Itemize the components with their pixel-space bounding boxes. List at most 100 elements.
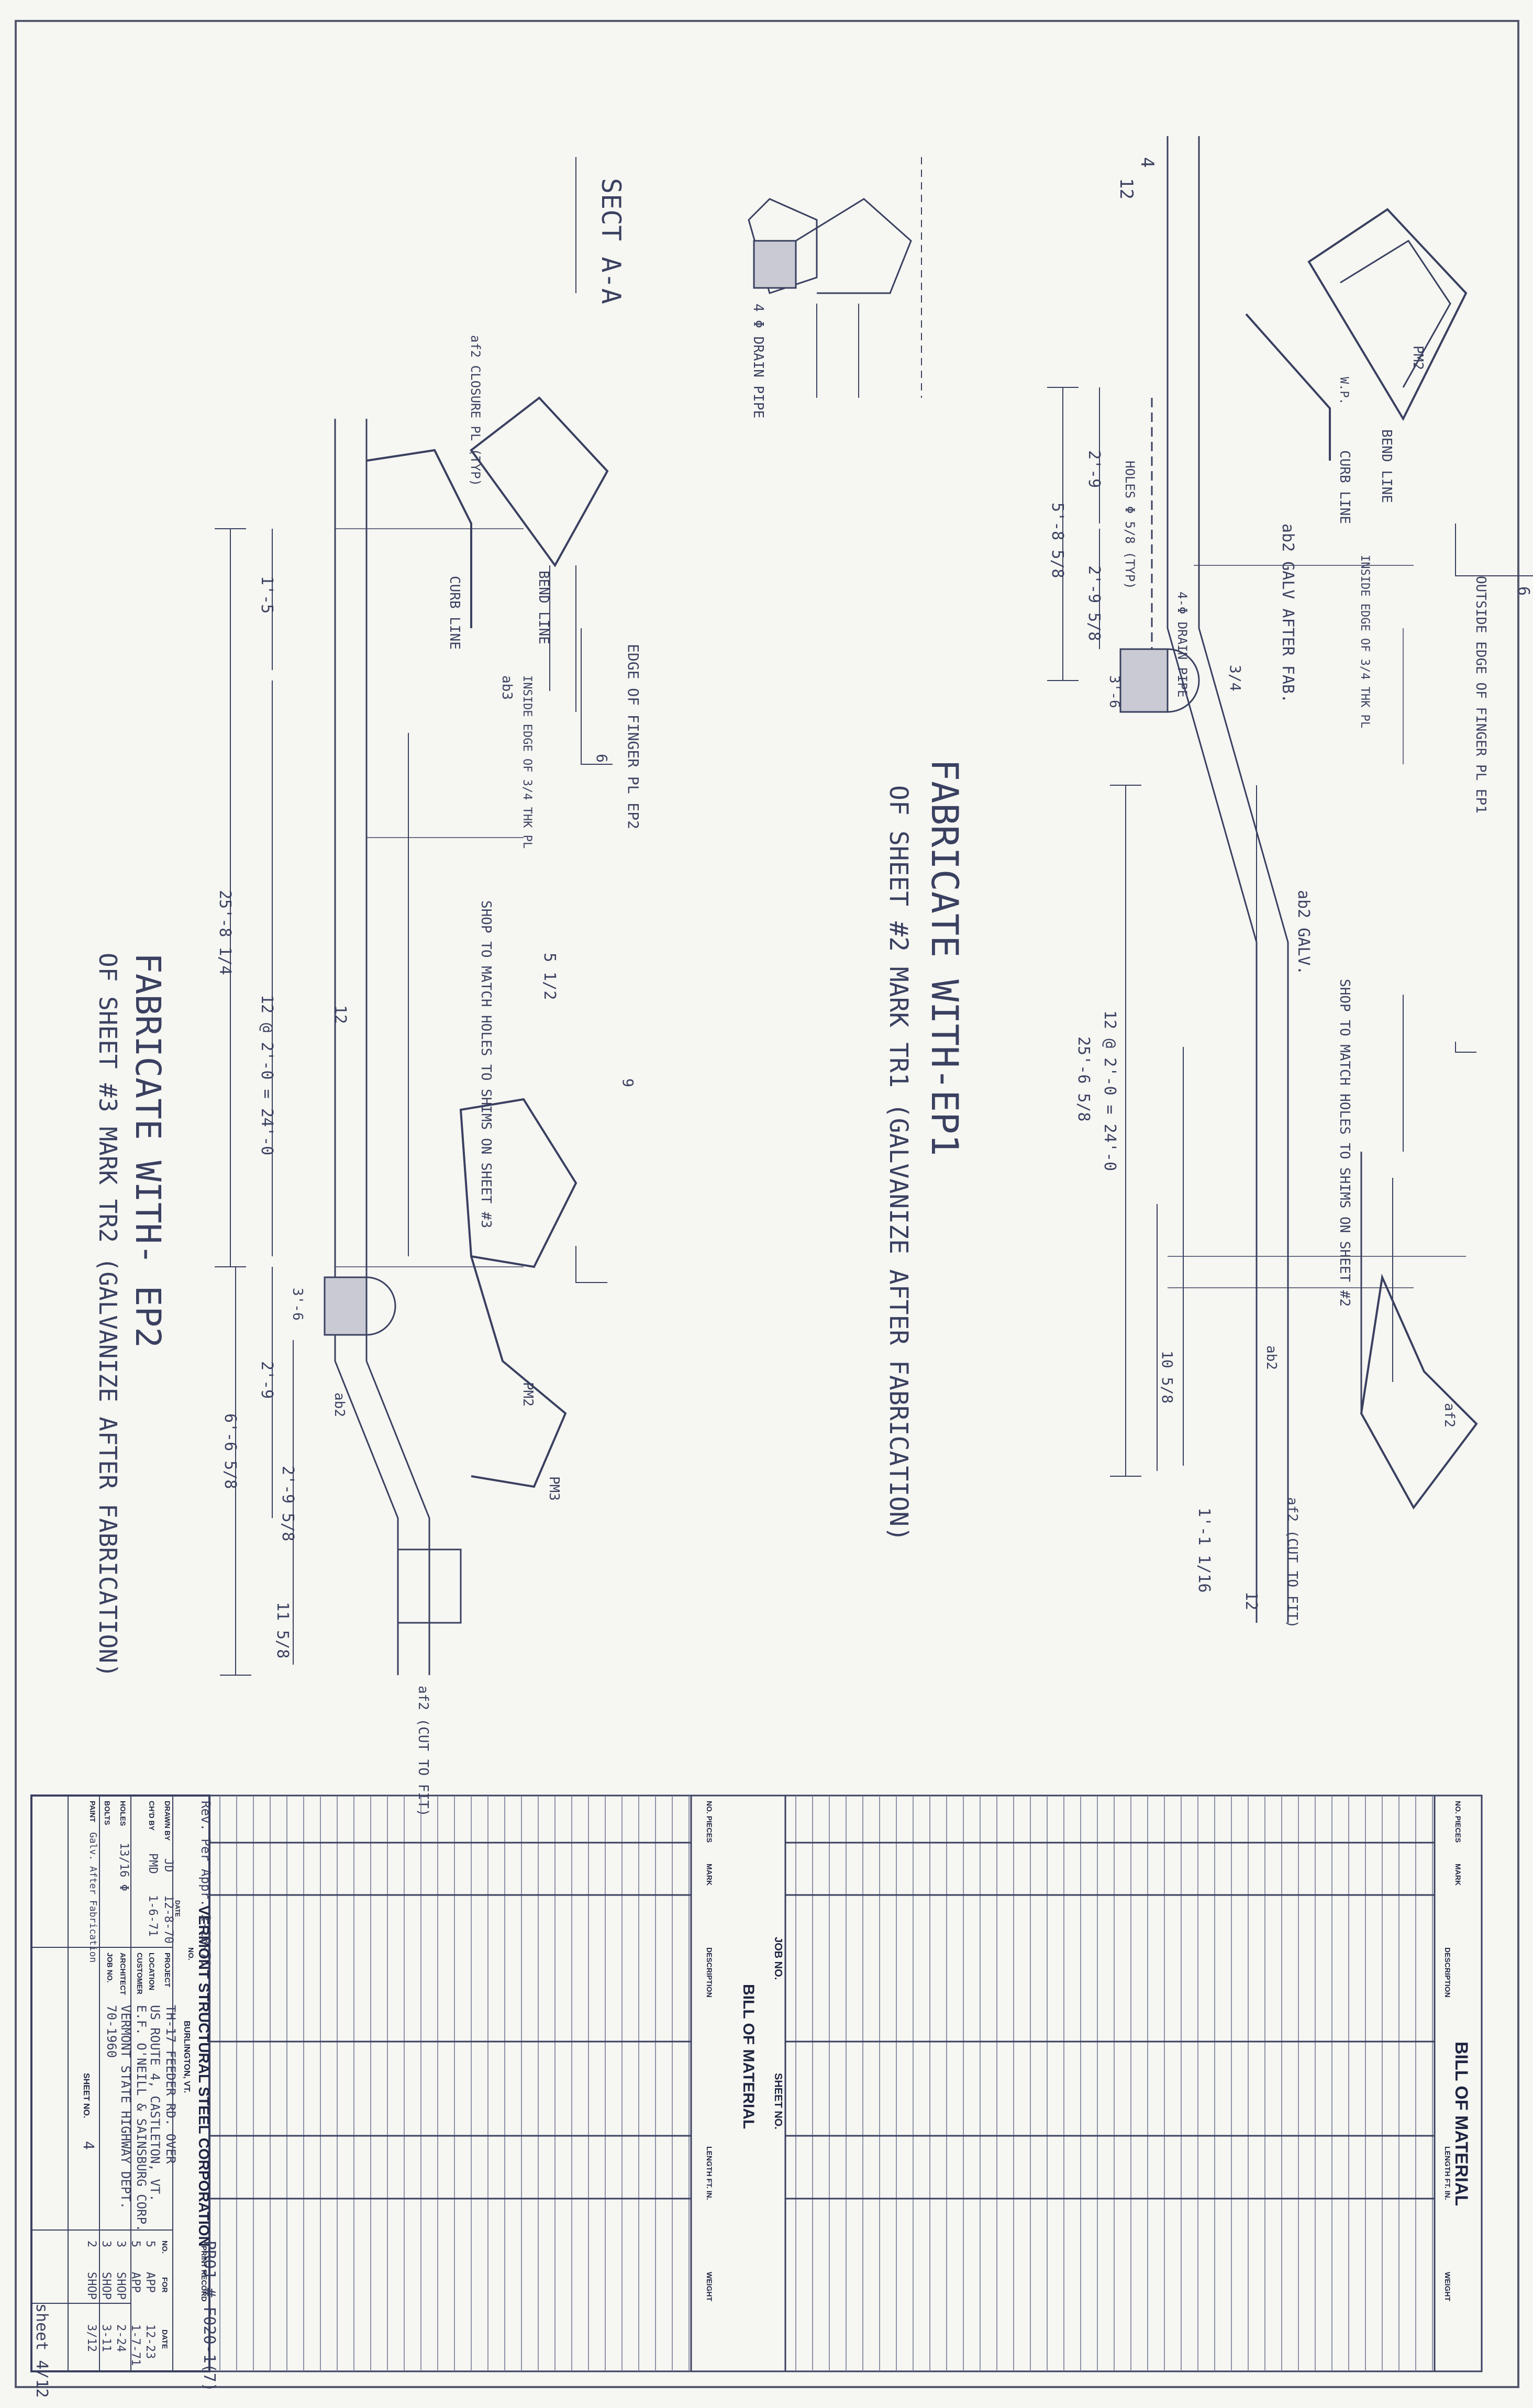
bom-right-title: BILL OF MATERIAL (1451, 2042, 1471, 2206)
bom-left-title: BILL OF MATERIAL (740, 1984, 757, 2129)
upper-label-shop-match: SHOP TO MATCH HOLES TO SHIMS ON SHEET #2 (1337, 979, 1352, 1307)
customer-label: CUSTOMER (136, 1953, 144, 1994)
job-no-label: JOB NO. (106, 1953, 114, 1983)
rev-note: Rev. Per Appr. 2-18-71 (198, 1801, 213, 1967)
lower-label-bend-line: BEND LINE (536, 571, 551, 644)
upper-dim-12: 3/4 (1227, 665, 1244, 692)
chkd-by-label: CH'D BY (148, 1801, 156, 1831)
upper-label-inside-edge: INSIDE EDGE OF 3/4 THK PL (1358, 555, 1371, 728)
lower-dim-5: 2'-9 (258, 1361, 276, 1399)
lower-label-shop-match: SHOP TO MATCH HOLES TO SHIMS ON SHEET #3 (478, 900, 494, 1228)
upper-dim-4: 5'-8 5/8 (1048, 503, 1067, 578)
bom-left-col-weight: WEIGHT (705, 2272, 714, 2301)
lower-label-pm2: PM2 (520, 1382, 536, 1407)
lower-label-curb-line: CURB LINE (447, 576, 462, 650)
bom-left-col-mark: MARK (705, 1864, 714, 1886)
bom-left: BILL OF MATERIAL JOB NO. SHEET NO. NO. P… (208, 1794, 786, 2372)
lower-dim-1: 1'-5 (258, 576, 276, 614)
print-record-for: SHOP (99, 2272, 113, 2300)
upper-dim-1: 12 (1116, 178, 1137, 199)
bom-left-sheet-no: SHEET NO. (772, 2073, 784, 2130)
corner-sheet-note: sheet 4/12 (32, 2303, 51, 2398)
print-record-no: 2 (85, 2240, 98, 2247)
lower-dim-6: 2'-9 5/8 (279, 1466, 297, 1542)
upper-drawing (1047, 136, 1533, 1623)
upper-dim-10: 12 (1242, 1591, 1260, 1610)
lower-dim-7: 6'-6 5/8 (221, 1413, 239, 1489)
bom-right: BILL OF MATERIAL NO. PIECES MARK DESCRIP… (784, 1794, 1483, 2372)
architect-label: ARCHITECT (119, 1953, 127, 1995)
bom-left-job-no: JOB NO. (772, 1937, 784, 1980)
upper-dim-7: 25'-6 5/8 (1074, 1036, 1093, 1122)
print-record-date: 1-7-71 (129, 2324, 142, 2366)
print-record-label: PRINT RECORD (200, 2246, 208, 2302)
lower-label-drain: 4 Φ DRAIN PIPE (750, 304, 766, 418)
upper-dim-5: 3'-6 (1106, 675, 1122, 708)
upper-label-ab2: ab2 (1263, 1345, 1279, 1370)
section-title: SECT A-A (596, 178, 626, 304)
print-record-date: 3-11 (99, 2324, 113, 2352)
lower-dim-11: 9 (619, 1078, 637, 1087)
print-record-row: 5 APP 1-7-71 (129, 2240, 142, 2366)
bom-right-col-desc: DESCRIPTION (1443, 1947, 1452, 1998)
drawn-date: 12-8-70 (162, 1895, 175, 1944)
bom-right-col-mark: MARK (1454, 1864, 1462, 1886)
upper-label-outside-edge: OUTSIDE EDGE OF FINGER PL EP1 (1473, 576, 1488, 813)
holes-value: 13/16 Φ (117, 1843, 130, 1891)
holes-label: HOLES (119, 1801, 127, 1826)
bom-right-col-weight: WEIGHT (1443, 2272, 1452, 2301)
upper-label-wp: W.P. (1337, 377, 1350, 405)
upper-label-bend-line: BEND LINE (1379, 429, 1394, 503)
bom-left-col-pieces: NO. PIECES (705, 1801, 714, 1843)
job-no-value: 70-1960 (104, 2005, 119, 2058)
upper-label-drain: 4-Φ DRAIN PIPE (1175, 592, 1190, 697)
bom-left-col-length: LENGTH FT. IN. (705, 2146, 714, 2200)
lower-subtitle: OF SHEET #3 MARK TR2 (GALVANIZE AFTER FA… (94, 953, 122, 1678)
chkd-date: 1-6-71 (146, 1895, 159, 1936)
date-label: DATE (174, 1900, 181, 1917)
upper-label-af2: af2 (1441, 1403, 1457, 1428)
paint-label: PAINT (88, 1801, 97, 1822)
lower-dim-0: 5 1/2 (540, 953, 559, 1000)
lower-label-edge: EDGE OF FINGER PL EP2 (625, 644, 642, 829)
lower-label-inside-edge: INSIDE EDGE OF 3/4 THK PL (520, 675, 534, 849)
lower-dim-3: 25'-8 1/4 (216, 890, 234, 975)
lower-label-closure: af2 CLOSURE PL (TYP) (468, 335, 483, 486)
upper-subtitle: OF SHEET #2 MARK TR1 (GALVANIZE AFTER FA… (884, 785, 913, 1542)
print-record-for: APP (129, 2272, 142, 2293)
lower-label-ab2: ab2 (331, 1392, 347, 1417)
bom-right-col-length: LENGTH FT. IN. (1443, 2146, 1452, 2200)
upper-dim-6: 12 @ 2'-0 = 24'-0 (1101, 1010, 1119, 1171)
print-record-row: 2 SHOP 3/12 (85, 2240, 98, 2352)
sheet-border (15, 20, 1519, 2388)
print-record-date: 2-24 (114, 2324, 127, 2352)
lower-drawing-text: FABRICATE WITH- EP2 OF SHEET #3 MARK TR2… (94, 178, 766, 1816)
upper-dim-2: 2'-9 (1085, 450, 1103, 488)
print-record-col-date: DATE (161, 2329, 169, 2349)
company-city: BURLINGTON, VT. (182, 2021, 191, 2093)
upper-label-galv: ab2 GALV. (1294, 890, 1313, 975)
bolts-label: BOLTS (103, 1801, 112, 1825)
print-record-no: 5 (143, 2240, 157, 2247)
print-record-no: 3 (114, 2240, 127, 2247)
lower-label-ab3: ab3 (499, 675, 515, 700)
upper-dim-11: 6 (1514, 586, 1532, 596)
drawn-by-label: DRAWN BY (163, 1801, 172, 1841)
upper-label-galv-after-fab: ab2 GALV AFTER FAB. (1279, 523, 1297, 703)
project-value: TH-17 FEEDER RD. OVER (163, 2005, 178, 2164)
upper-dim-8: 10 5/8 (1159, 1351, 1176, 1403)
lower-title: FABRICATE WITH- EP2 (128, 953, 168, 1348)
sheet-no-value: 4 (80, 2141, 97, 2150)
upper-label-cut-to-fit: af2 (CUT TO FIT) (1284, 1497, 1300, 1628)
lower-dim-4: 3'-6 (290, 1288, 305, 1321)
lower-dim-2: 12 @ 2'-0 = 24'-0 (258, 995, 276, 1155)
upper-dim-0: 4 (1137, 157, 1158, 168)
company-name: VERMONT STRUCTURAL STEEL CORPORATION (196, 1905, 212, 2247)
print-record-date: 12-23 (143, 2324, 157, 2359)
title-block: VERMONT STRUCTURAL STEEL CORPORATION BUR… (30, 1794, 218, 2398)
bom-left-col-desc: DESCRIPTION (705, 1947, 714, 1998)
upper-label-curb-line: CURB LINE (1337, 450, 1352, 524)
lower-label-cut-to-fit: af2 (CUT TO FIT) (415, 1686, 431, 1816)
